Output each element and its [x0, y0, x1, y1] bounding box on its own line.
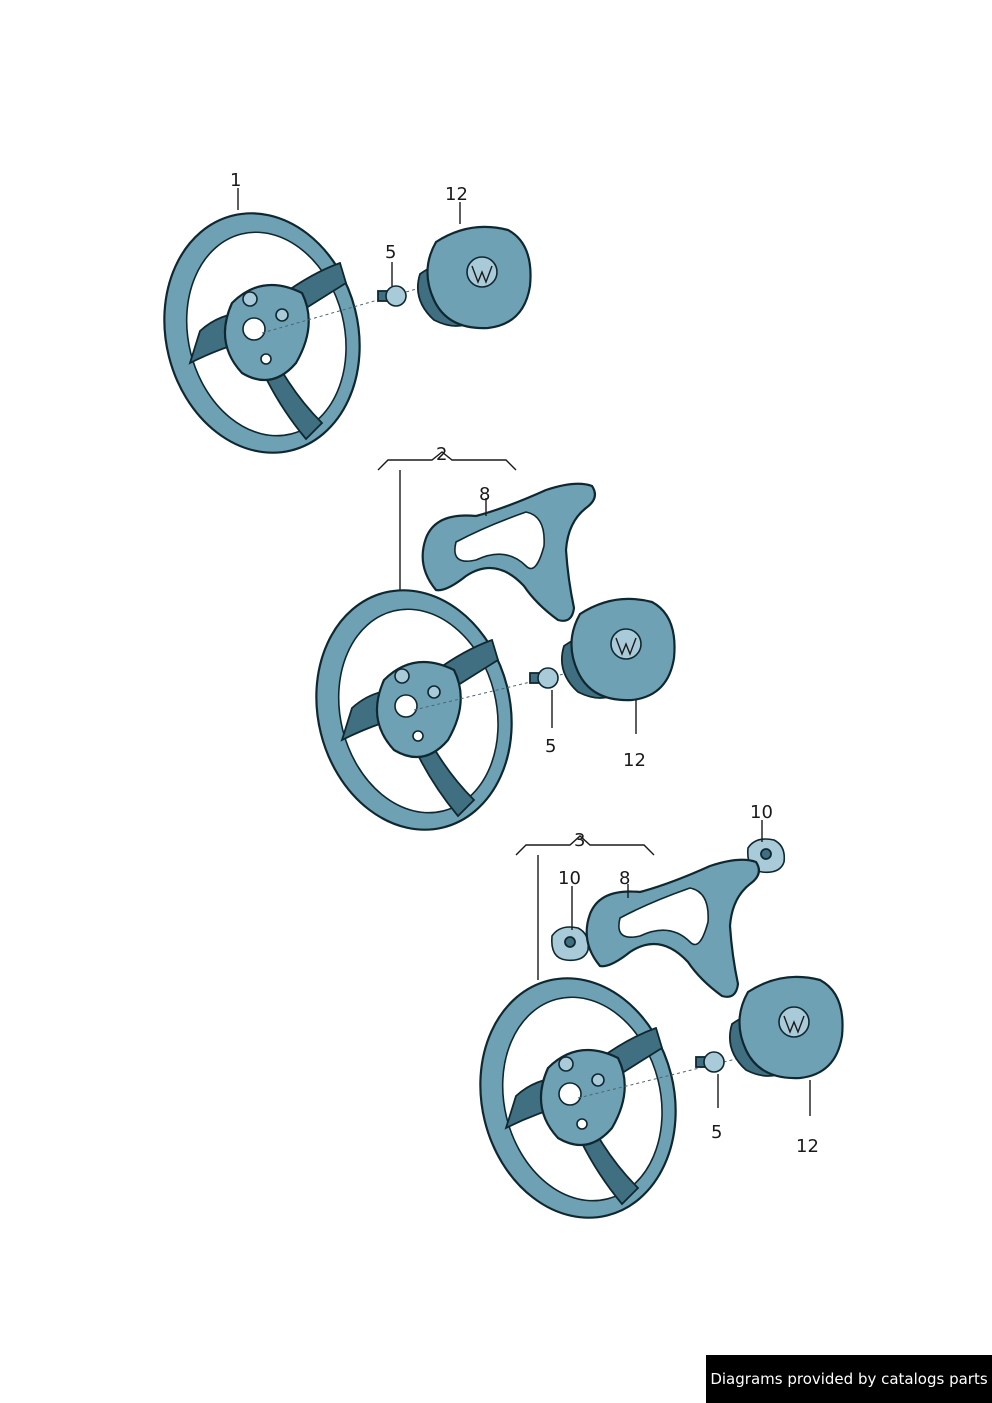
group-2: 2 8 5 12 — [290, 444, 676, 852]
mounting-bolt — [695, 1051, 725, 1073]
callout-5: 5 — [711, 1122, 722, 1143]
callout-10: 10 — [558, 868, 581, 889]
credit-banner: Diagrams provided by catalogs parts — [706, 1355, 992, 1403]
mounting-bolt — [529, 667, 559, 689]
switch-cap-left — [550, 926, 590, 962]
group-3: 3 10 10 8 5 12 — [454, 802, 844, 1240]
callout-12: 12 — [623, 750, 646, 771]
airbag-module — [728, 975, 844, 1080]
trim-cover — [585, 858, 761, 998]
credit-text: Diagrams provided by catalogs parts — [710, 1370, 988, 1388]
callout-8: 8 — [619, 868, 630, 889]
mounting-bolt — [377, 285, 407, 307]
airbag-module — [416, 225, 532, 330]
callout-1: 1 — [230, 170, 241, 191]
assembly-bracket — [515, 835, 655, 856]
callout-5: 5 — [545, 736, 556, 757]
callout-10: 10 — [750, 802, 773, 823]
callout-12: 12 — [796, 1136, 819, 1157]
trim-cover — [421, 482, 597, 622]
callout-3: 3 — [574, 830, 585, 851]
callout-2: 2 — [436, 444, 447, 465]
assembly-bracket — [377, 451, 517, 471]
callout-5: 5 — [385, 242, 396, 263]
callout-12: 12 — [445, 184, 468, 205]
airbag-module — [560, 597, 676, 702]
group-1: 1 5 12 — [138, 170, 532, 475]
callout-8: 8 — [479, 484, 490, 505]
